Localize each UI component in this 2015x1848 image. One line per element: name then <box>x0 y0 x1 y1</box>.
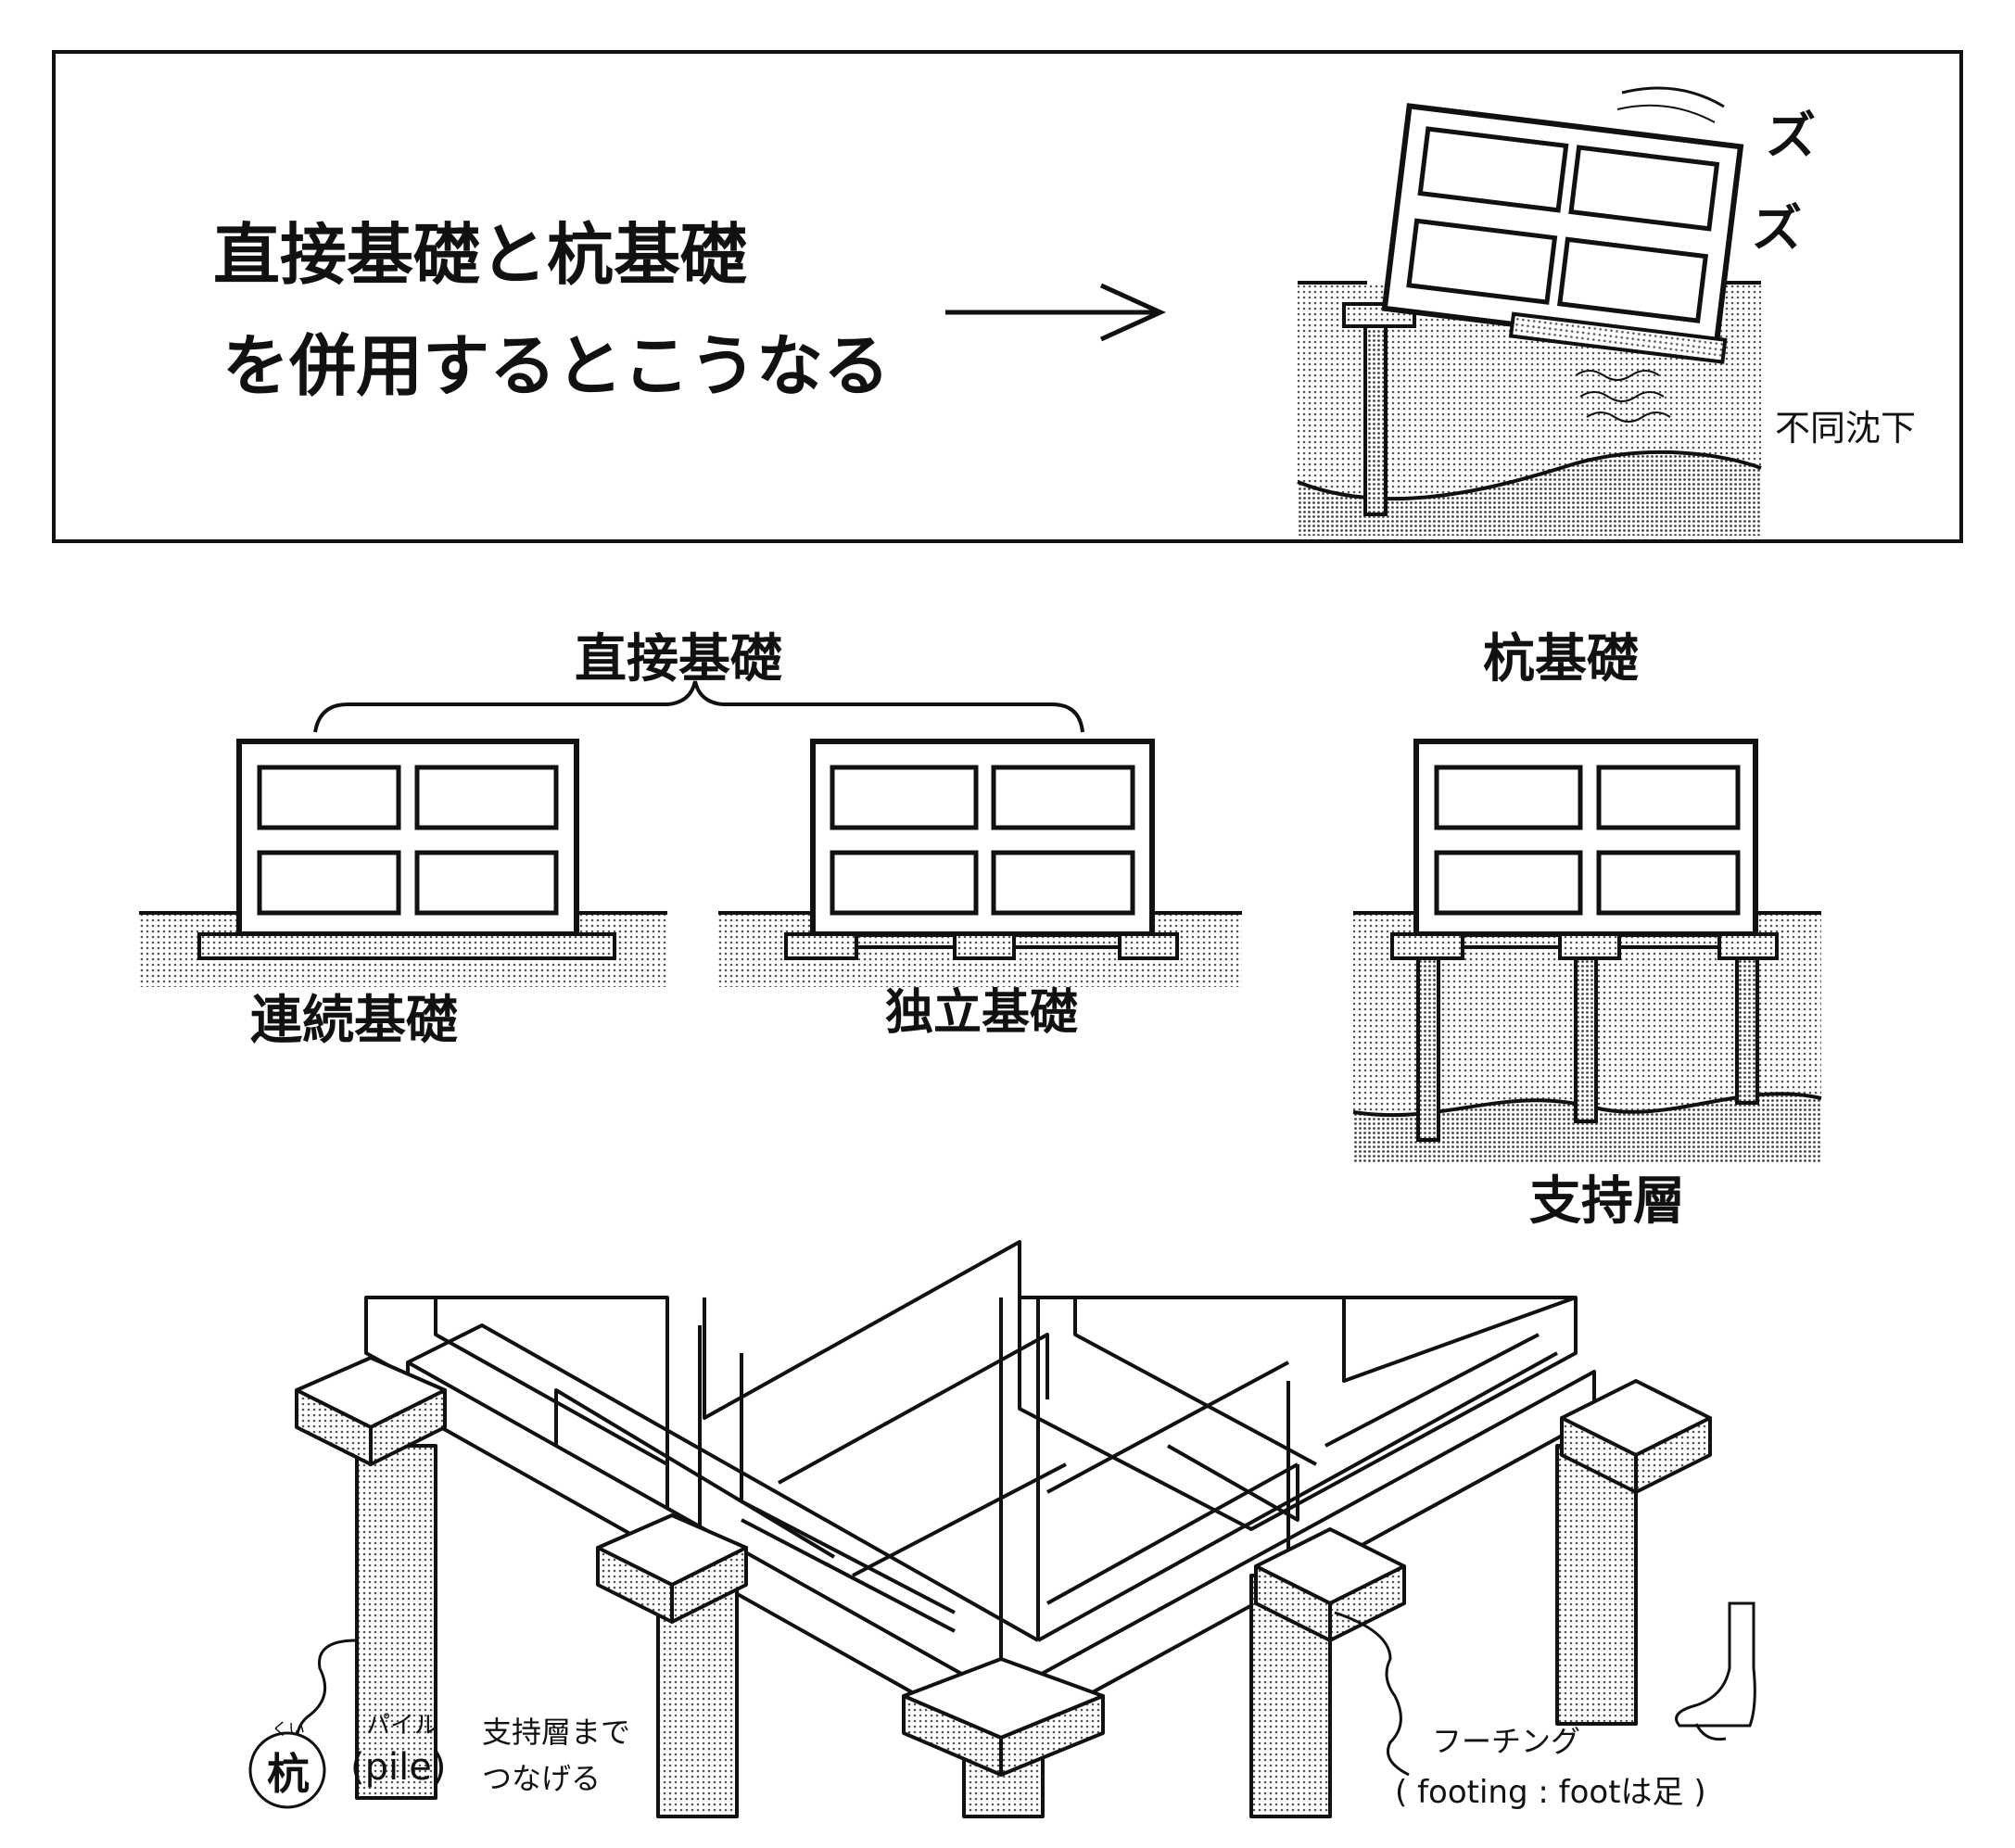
pile-leader-line <box>295 1639 358 1743</box>
footing <box>1254 1527 1406 1642</box>
pile-english: (pile) <box>350 1746 446 1789</box>
pile-note-line1: 支持層まで <box>482 1715 630 1750</box>
pile <box>355 1444 437 1800</box>
bearing-layer-label: 支持層 <box>1529 1171 1685 1232</box>
footing <box>1560 1379 1712 1494</box>
panel-frame <box>52 50 1963 543</box>
footing <box>596 1513 748 1624</box>
pile-title: 杭基礎 <box>1483 629 1639 690</box>
settlement-scene <box>1297 86 1762 536</box>
pile <box>1416 953 1440 1142</box>
independent-footing <box>784 932 858 960</box>
arrow-icon <box>945 283 1167 342</box>
footing <box>295 1356 447 1466</box>
headline-line2: を併用するとこうなる <box>222 327 890 405</box>
pile-foundation-figure <box>1352 739 1822 1163</box>
continuous-label: 連続基礎 <box>250 991 458 1051</box>
continuous-footing <box>197 932 616 960</box>
independent-footing <box>953 932 1016 960</box>
tilted-building <box>1381 103 1744 353</box>
footing-leader-line <box>1334 1611 1410 1777</box>
pile-cap <box>1558 932 1621 960</box>
direct-title: 直接基礎 <box>575 629 782 690</box>
footing <box>902 1657 1105 1777</box>
pile-cap <box>1390 932 1464 960</box>
pile-kanji-circle <box>248 1731 326 1809</box>
sinking-footing <box>1508 311 1728 364</box>
headline-line1: 直接基礎と杭基礎 <box>213 216 747 294</box>
pile <box>1555 1444 1638 1726</box>
continuous-foundation-figure <box>139 739 667 987</box>
pile-kanji: 杭 <box>267 1749 310 1799</box>
pile-cap <box>1717 932 1779 960</box>
pile <box>1735 953 1759 1105</box>
pile-note-line2: つなげる <box>482 1761 601 1796</box>
pile-ruby: くい <box>272 1720 305 1740</box>
pile <box>1363 318 1388 516</box>
foot-icon <box>1675 1601 1756 1741</box>
pile-reading: パイル <box>366 1712 438 1740</box>
bearing-layer <box>1298 451 1761 536</box>
sfx-2: ズ <box>1752 199 1802 258</box>
independent-label: 独立基礎 <box>885 985 1078 1041</box>
footing-reading: フーチング <box>1432 1724 1580 1759</box>
independent-footing <box>1118 932 1179 960</box>
isometric-foundation <box>295 1240 1712 1818</box>
sfx-1: ズ <box>1766 107 1816 165</box>
comparison-row: 直接基礎 杭基礎 連続基礎 独立基礎 <box>139 629 1822 1232</box>
top-panel: 直接基礎と杭基礎 を併用するとこうなる <box>52 50 1963 543</box>
settlement-label: 不同沈下 <box>1775 408 1916 449</box>
brace <box>313 680 1084 733</box>
footing-english: ( footing : footは足 ) <box>1395 1774 1706 1811</box>
independent-foundation-figure <box>718 739 1242 987</box>
pile <box>1574 953 1598 1123</box>
